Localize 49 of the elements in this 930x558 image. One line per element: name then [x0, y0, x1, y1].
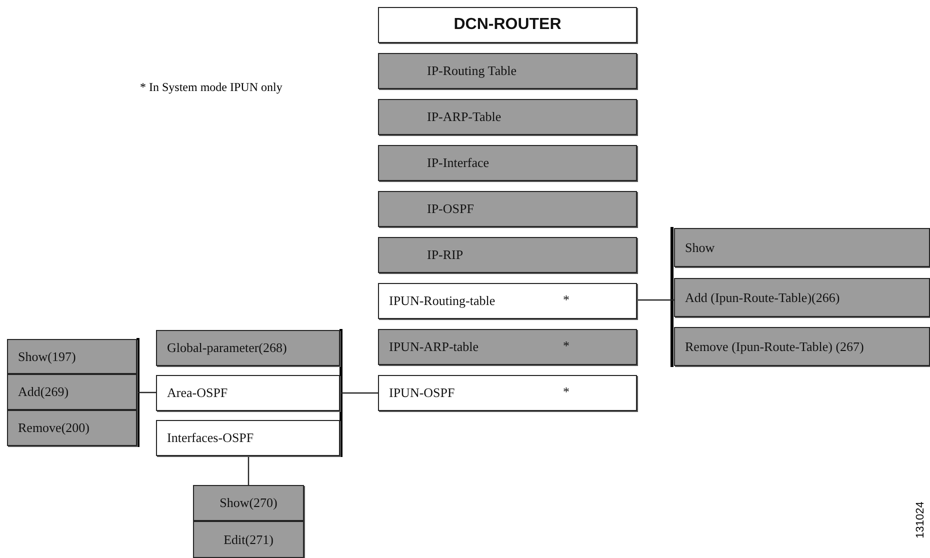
- item-label: Remove (Ipun-Route-Table) (267): [685, 338, 864, 354]
- footnote-text: * In System mode IPUN only: [140, 80, 282, 95]
- item-label: IPUN-OSPF: [389, 385, 455, 401]
- item-label: IPUN-Routing-table: [389, 293, 496, 309]
- menu-item-box: [156, 330, 340, 366]
- menu-item-box: [193, 521, 304, 558]
- item-label: Add (Ipun-Route-Table)(266): [685, 290, 840, 306]
- menu-item-box: [193, 485, 304, 521]
- footnote-mark: *: [563, 338, 570, 354]
- footnote-mark: *: [563, 292, 570, 308]
- item-label: Show(270): [220, 495, 278, 511]
- menu-item-box: [378, 191, 637, 227]
- item-label: Remove(200): [18, 420, 90, 436]
- menu-item-box: [378, 283, 637, 319]
- item-label: IPUN-ARP-table: [389, 339, 479, 355]
- item-label: IP-Routing Table: [427, 63, 516, 79]
- figure-number: 131024: [914, 502, 926, 538]
- item-label: Show: [685, 240, 715, 256]
- connector-line: [137, 392, 156, 394]
- connector-line: [248, 456, 250, 485]
- menu-item-box: [674, 278, 930, 317]
- item-label: Area-OSPF: [167, 385, 228, 401]
- connector-line: [340, 392, 378, 394]
- menu-item-box: [674, 327, 930, 366]
- menu-item-box: [378, 99, 637, 135]
- menu-item-box: [156, 375, 340, 411]
- menu-item-box: [378, 329, 637, 365]
- menu-item-box: [7, 374, 137, 410]
- item-label: Show(197): [18, 348, 76, 364]
- item-label: IP-ARP-Table: [427, 109, 502, 125]
- menu-item-box: [674, 228, 930, 267]
- menu-item-box: [156, 420, 340, 456]
- menu-item-box: [378, 375, 637, 411]
- menu-item-box: [378, 237, 637, 273]
- item-label: IP-OSPF: [427, 201, 474, 217]
- menu-item-box: [7, 410, 137, 446]
- item-label: Global-parameter(268): [167, 340, 287, 356]
- item-label: Add(269): [18, 384, 69, 400]
- menu-item-box: [7, 339, 137, 374]
- menu-item-box: [378, 145, 637, 181]
- item-label: IP-RIP: [427, 247, 464, 263]
- connector-line: [637, 299, 674, 301]
- item-label: Interfaces-OSPF: [167, 430, 254, 446]
- box-title: DCN-ROUTER: [454, 16, 562, 34]
- item-label: IP-Interface: [427, 155, 490, 171]
- item-label: Edit(271): [224, 532, 274, 548]
- header-box: [378, 7, 637, 43]
- footnote-mark: *: [563, 384, 570, 400]
- menu-item-box: [378, 53, 637, 89]
